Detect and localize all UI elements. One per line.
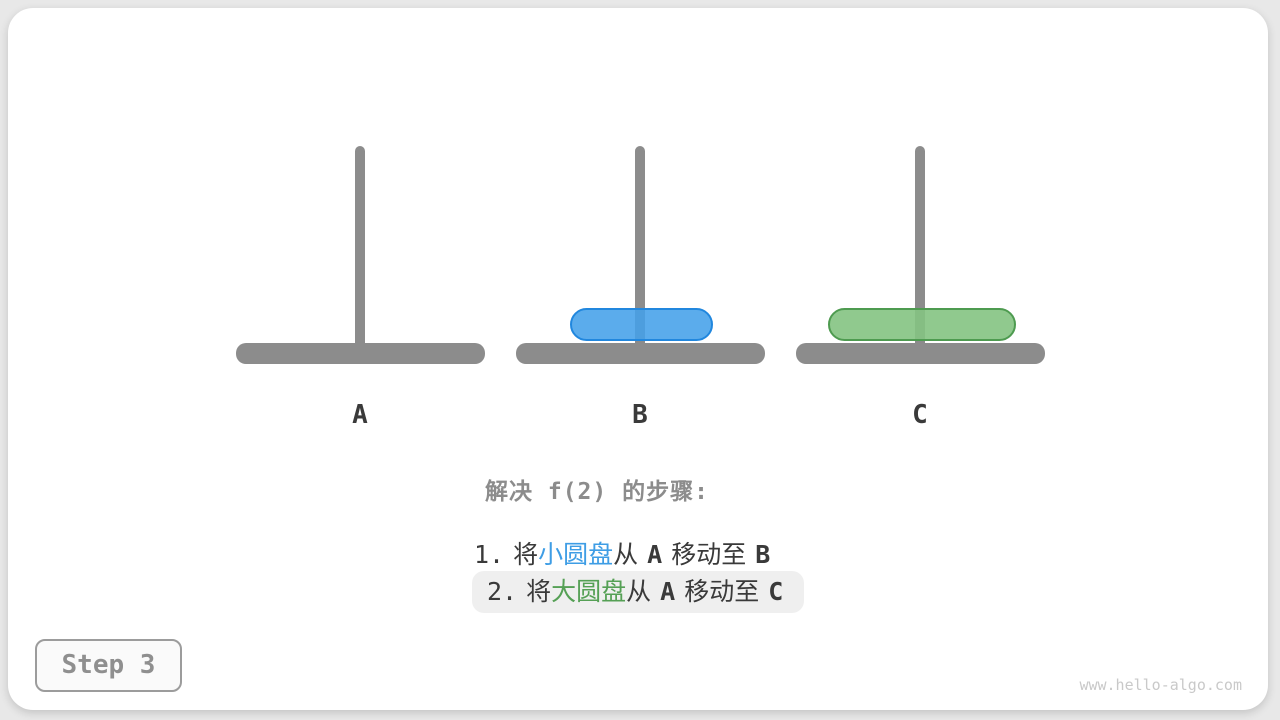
peg-c-base	[796, 343, 1045, 364]
large-disk	[828, 308, 1016, 341]
step-1-disk-word: 小圆盘	[538, 540, 614, 569]
step-2-from-peg: A	[660, 577, 676, 606]
step-1-from-peg: A	[647, 540, 663, 569]
step-1-number: 1.	[474, 540, 505, 569]
step-2-action-from: 从	[626, 577, 652, 606]
step-1-action-from: 从	[613, 540, 639, 569]
step-1-action-pre: 将	[513, 540, 539, 569]
watermark: www.hello-algo.com	[1079, 676, 1242, 694]
step-2-number: 2.	[487, 577, 518, 606]
peg-c-pole	[915, 146, 925, 358]
small-disk	[570, 308, 713, 341]
peg-b-label: B	[632, 400, 648, 430]
peg-b-pole	[635, 146, 645, 358]
step-2-action-pre: 将	[526, 577, 552, 606]
peg-a-base	[236, 343, 485, 364]
step-badge: Step 3	[35, 639, 182, 692]
caption-title: 解决 f(2) 的步骤:	[485, 479, 709, 505]
peg-a-label: A	[352, 400, 368, 430]
step-1-action-move: 移动至	[671, 540, 747, 569]
peg-a-pole	[355, 146, 365, 358]
step-2-action-move: 移动至	[684, 577, 760, 606]
peg-b-base	[516, 343, 765, 364]
peg-c-label: C	[912, 400, 928, 430]
step-2-disk-word: 大圆盘	[551, 577, 627, 606]
step-1-to-peg: B	[755, 540, 771, 569]
step-2-to-peg: C	[768, 577, 784, 606]
